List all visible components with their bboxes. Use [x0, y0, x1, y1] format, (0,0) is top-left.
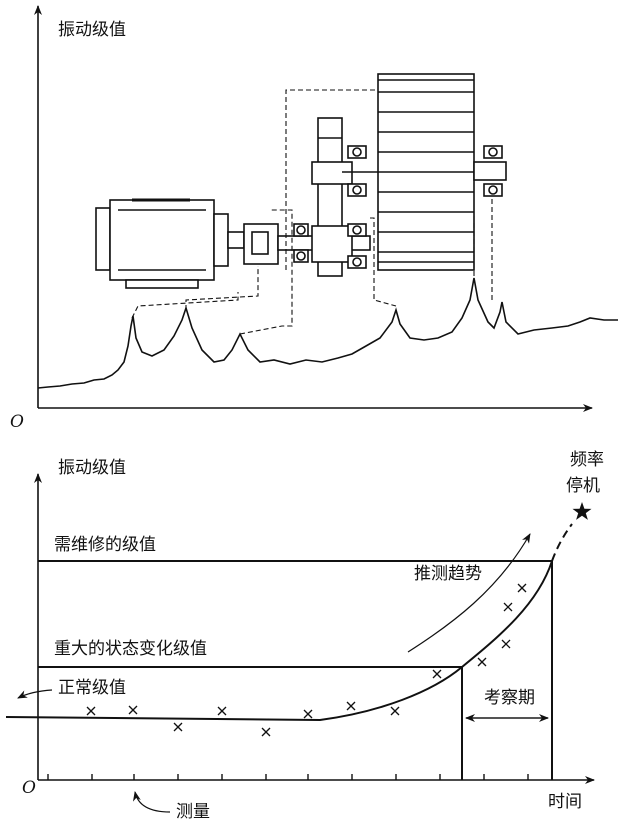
normal-level-arrow: [17, 689, 53, 699]
bottom-origin-label: O: [22, 778, 36, 798]
normal-level-label: 正常级值: [58, 678, 126, 698]
measure-label: 测量: [176, 802, 210, 822]
top-y-axis-label: 振动级值: [58, 20, 126, 40]
level-lines: [38, 560, 553, 780]
measurement-point: [503, 602, 513, 612]
shutdown-star-icon: [572, 502, 592, 520]
measurement-point: [517, 583, 527, 593]
coupling: [243, 223, 279, 265]
change-level-label: 重大的状态变化级值: [54, 639, 207, 659]
measurement-point: [501, 639, 511, 649]
bearing-left: [293, 223, 309, 263]
repair-level-label: 需维修的级值: [54, 535, 156, 555]
shutdown-label-line1: 频率: [570, 450, 604, 470]
drum: [377, 73, 507, 271]
measurement-point: [261, 727, 271, 737]
spectrum-curve: [37, 277, 618, 389]
measurement-point: [303, 709, 313, 719]
trend-label: 推测趋势: [414, 564, 482, 584]
observe-period-label: 考察期: [484, 688, 535, 708]
measurement-point: [217, 706, 227, 716]
measure-arrow: [132, 791, 171, 813]
x-ticks: [47, 774, 529, 780]
bottom-y-axis-label: 振动级值: [58, 458, 126, 478]
shutdown-dash: [551, 523, 573, 562]
top-axes: [34, 5, 593, 412]
measurement-point: [390, 706, 400, 716]
leader-lines: [131, 89, 493, 335]
motor: [95, 198, 229, 289]
bottom-axes: [34, 473, 595, 784]
shutdown-label-line2: 停机: [566, 476, 600, 496]
bearing-right: [483, 145, 503, 197]
machine-illustration: [95, 73, 507, 289]
top-origin-label: O: [10, 412, 24, 432]
measurement-point: [86, 706, 96, 716]
measurement-point: [346, 701, 356, 711]
measurement-point: [432, 669, 442, 679]
measurement-point: [477, 657, 487, 667]
measurement-point: [173, 722, 183, 732]
x-axis-label: 时间: [548, 792, 582, 812]
measurement-points: [86, 583, 527, 737]
motor-shaft: [227, 231, 245, 249]
measurement-point: [128, 705, 138, 715]
trend-curve: [5, 560, 553, 722]
projected-trend-arrow: [407, 533, 531, 653]
gearbox: [311, 117, 380, 277]
